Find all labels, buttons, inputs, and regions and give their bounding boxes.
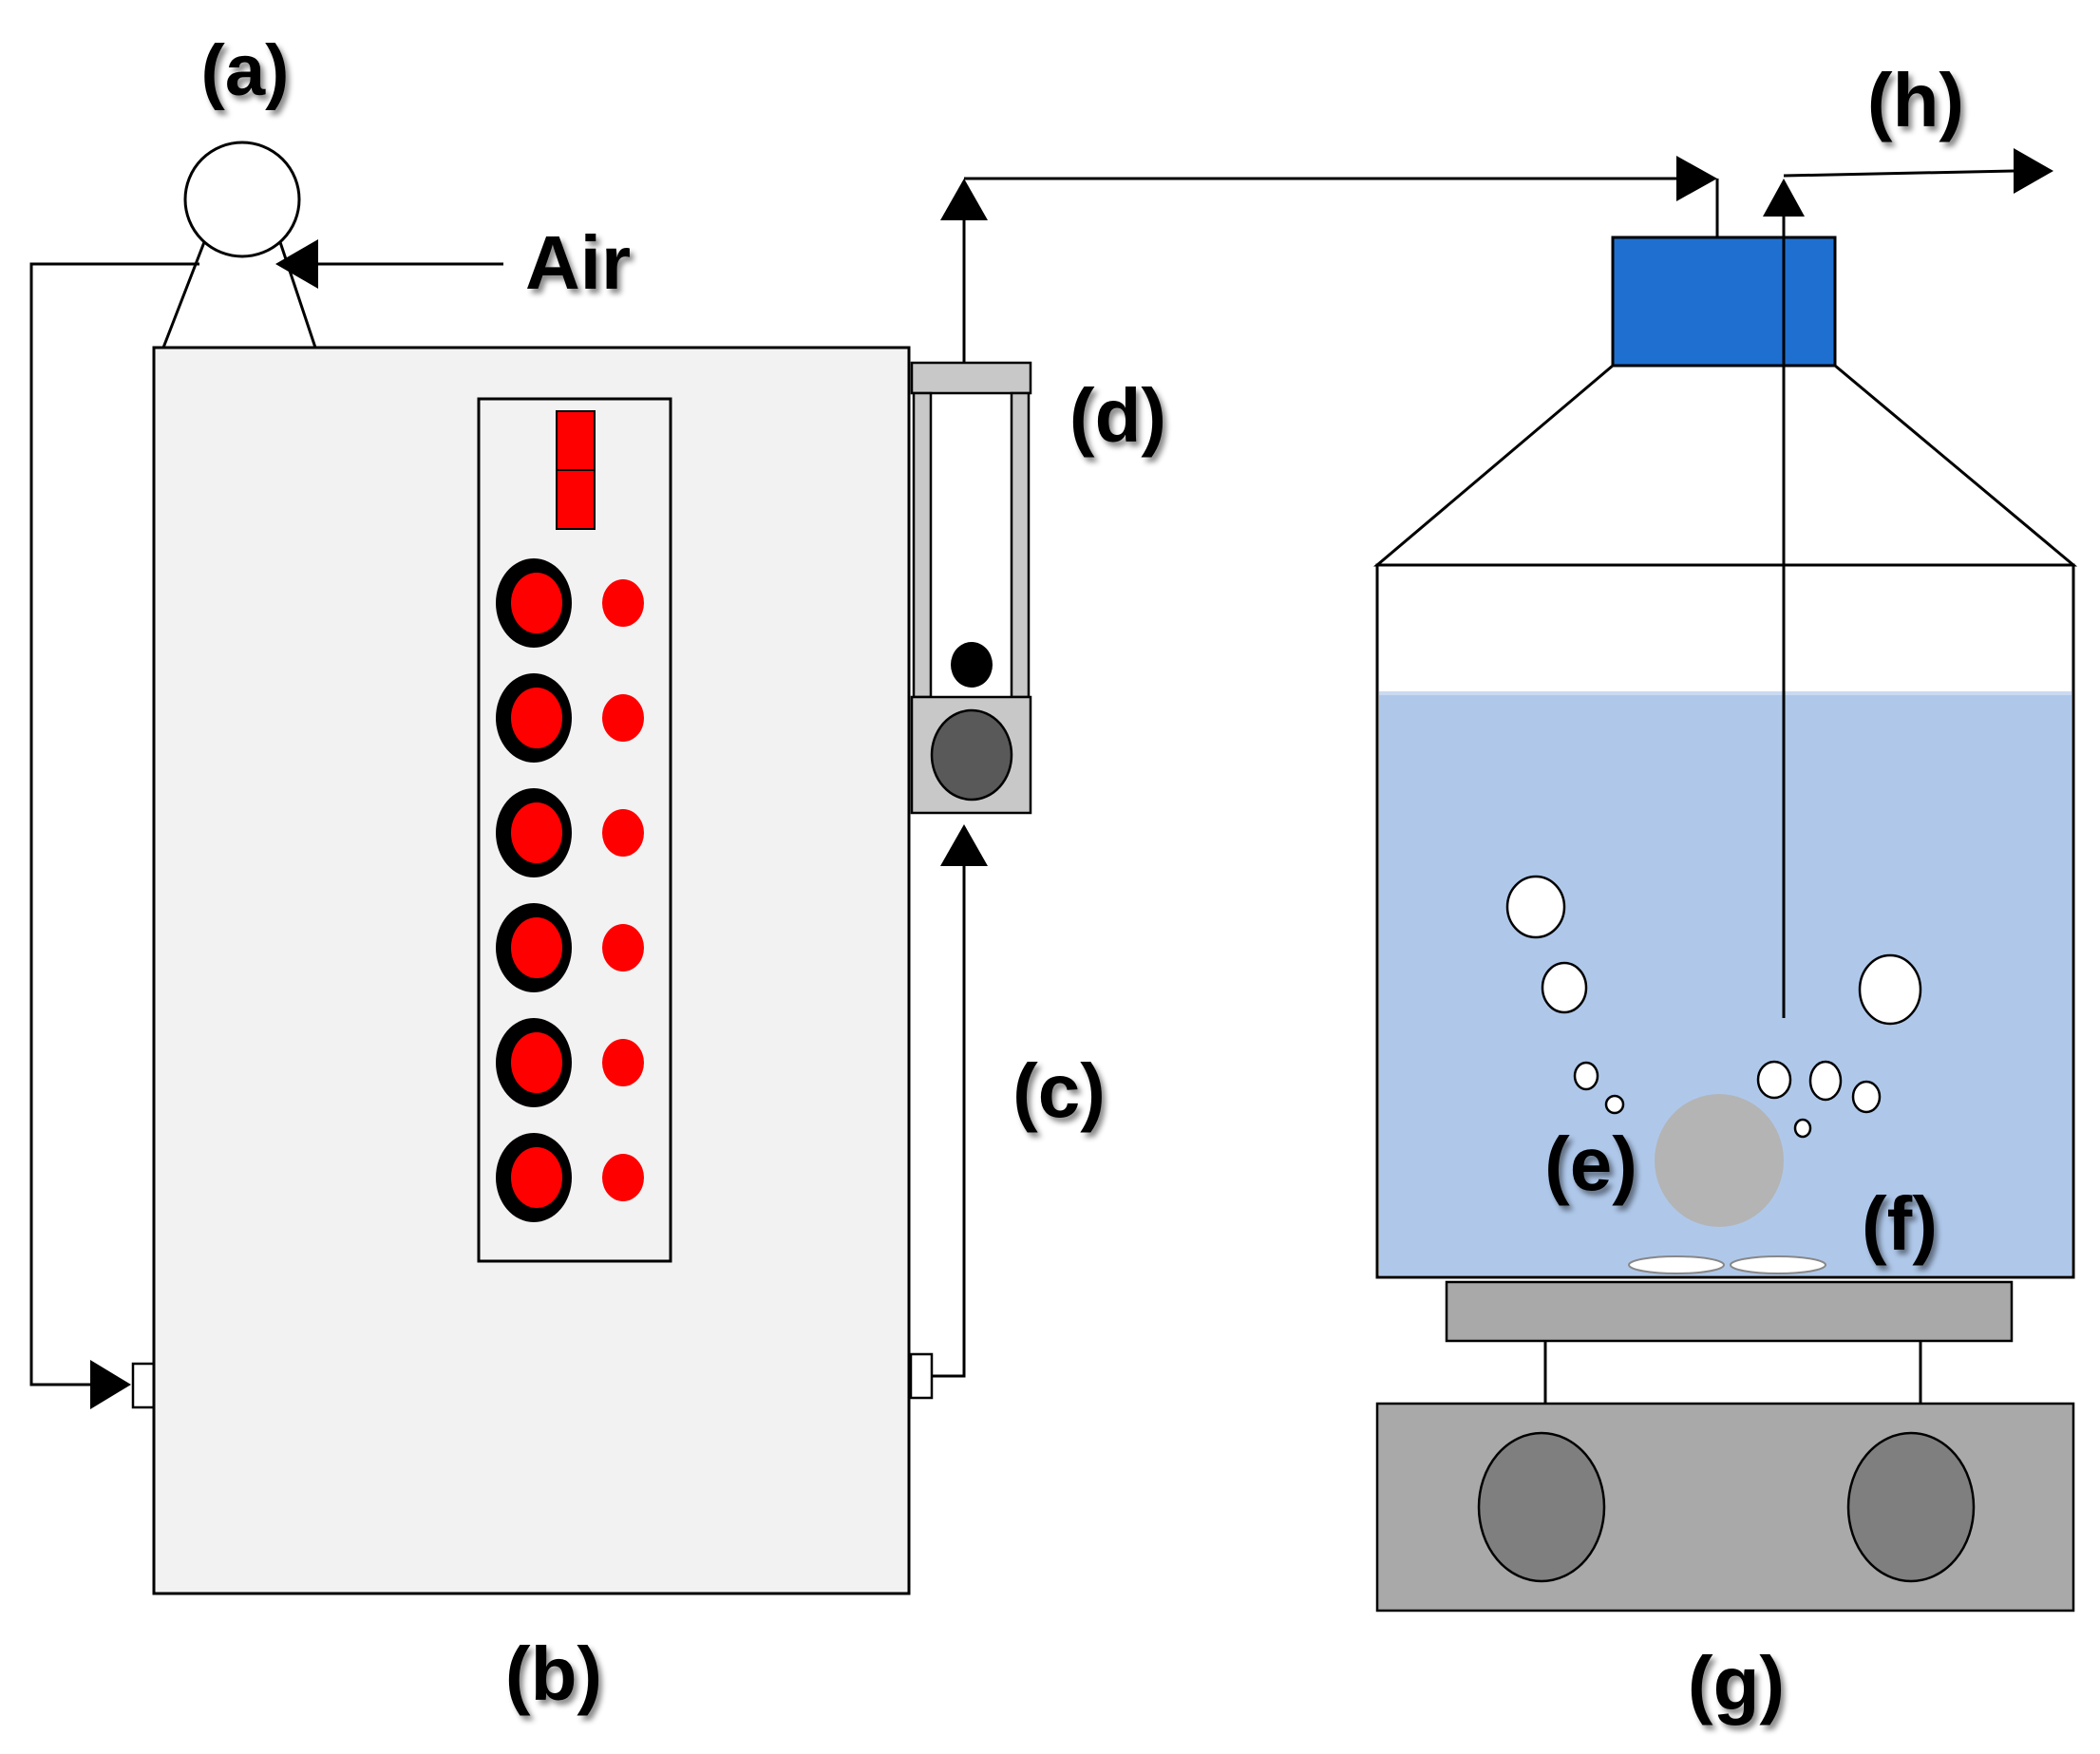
cabinet-inlet-port	[131, 1362, 156, 1409]
reactor-inlet-arrowhead	[1676, 156, 1717, 201]
panel-knob-center	[511, 688, 562, 748]
flowmeter-left-rail	[912, 391, 933, 699]
panel-display-bottom	[556, 469, 596, 530]
air-pump	[161, 141, 317, 349]
pump-to-cabinet-tube	[29, 262, 199, 1409]
gas-outlet-arrowhead-up	[1763, 179, 1805, 217]
bottle-cap	[1611, 236, 1837, 368]
flowmeter-top-cap	[910, 361, 1032, 395]
panel-indicator-led	[602, 809, 644, 857]
label-h: (h)	[1867, 58, 1964, 142]
reactor-bottle	[1372, 148, 2078, 1279]
stir-bar-left	[1628, 1255, 1725, 1274]
panel-indicator-led	[602, 924, 644, 971]
stirrer-heat-knob	[1846, 1431, 1976, 1583]
label-c: (c)	[1012, 1048, 1106, 1133]
label-f: (f)	[1862, 1181, 1938, 1266]
cabinet-inlet-arrowhead	[90, 1360, 131, 1409]
air-inlet-arrow	[275, 239, 503, 289]
magnetic-stirrer	[1375, 1280, 2075, 1613]
bubbles	[1505, 875, 1922, 1139]
panel-indicator-led	[602, 694, 644, 742]
panel-knob-center	[511, 917, 562, 978]
flowmeter-outlet-arrowhead	[940, 179, 988, 220]
label-a: (a)	[201, 30, 290, 111]
flowmeter-knob	[930, 708, 1013, 802]
air-pump-body	[183, 141, 301, 258]
label-b: (b)	[505, 1631, 602, 1716]
panel-knob-center	[511, 573, 562, 633]
cabinet-to-flowmeter-tube	[909, 824, 988, 1400]
panel-knob-center	[511, 802, 562, 863]
panel-indicator-led	[602, 1039, 644, 1086]
gas-outlet-tube	[1763, 148, 2053, 1018]
flowmeter-right-rail	[1010, 391, 1031, 699]
panel-knob-center	[511, 1147, 562, 1208]
flowmeter-float	[951, 642, 993, 688]
label-e: (e)	[1544, 1122, 1637, 1206]
flowmeter	[910, 361, 1032, 815]
panel-knob-center	[511, 1032, 562, 1093]
flowmeter-inlet-arrowhead	[940, 824, 988, 866]
air-pump-leg-left	[161, 241, 206, 349]
sparger-stone	[1655, 1094, 1784, 1227]
stirrer-top-plate	[1445, 1280, 2014, 1343]
cabinet-outlet-port	[909, 1352, 934, 1400]
stir-bar-right	[1730, 1255, 1826, 1274]
gas-mixing-cabinet	[152, 346, 911, 1595]
stir-bars	[1628, 1255, 1826, 1274]
panel-indicator-led	[602, 579, 644, 627]
label-d: (d)	[1069, 373, 1166, 458]
air-inlet-arrowhead	[275, 239, 318, 289]
panel-display-top	[556, 410, 596, 471]
gas-outlet-arrowhead-right	[2014, 148, 2053, 194]
panel-indicator-led	[602, 1154, 644, 1201]
label-air: Air	[525, 220, 631, 305]
panel-knob-rows	[496, 558, 644, 1222]
label-g: (g)	[1688, 1641, 1785, 1726]
stirrer-speed-knob	[1477, 1431, 1606, 1583]
bottle-shoulder	[1372, 364, 2078, 567]
